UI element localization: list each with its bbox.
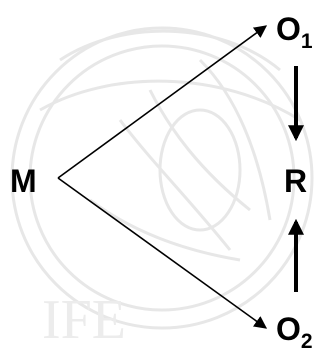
node-o2: O2 — [276, 311, 313, 353]
node-o1: O1 — [276, 11, 313, 53]
node-r: R — [284, 163, 307, 199]
arrow-m-to-o2 — [57, 177, 268, 329]
node-o1-subscript: 1 — [301, 30, 313, 53]
node-o1-label: O — [276, 11, 301, 47]
arrow-m-to-o1 — [57, 25, 268, 179]
node-o2-label: O — [276, 311, 301, 347]
watermark-emblem — [10, 26, 314, 330]
node-r-label: R — [284, 163, 307, 199]
watermark-text: IFE — [42, 289, 126, 351]
node-m: M — [10, 163, 37, 199]
node-m-label: M — [10, 163, 37, 199]
node-o2-subscript: 2 — [301, 330, 313, 353]
